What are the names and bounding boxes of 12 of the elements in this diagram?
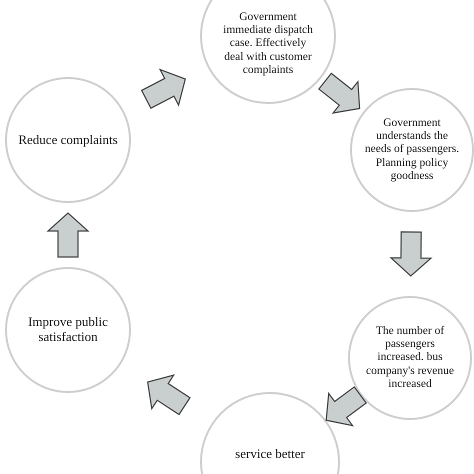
node-text: Reduce complaints xyxy=(18,132,118,148)
block-arrow xyxy=(46,212,90,258)
node-text: Government immediate dispatch case. Effectively deal with customer complaints xyxy=(222,10,314,78)
node-text: Improve public satisfaction xyxy=(27,315,109,345)
node-text: The number of passengers increased. bus company's revenue increased xyxy=(365,324,455,392)
block-arrow xyxy=(318,72,360,114)
block-arrow xyxy=(140,68,186,109)
block-arrow xyxy=(389,231,433,277)
node-text: Government understands the needs of passengers. Planning policy goodness xyxy=(364,116,460,184)
block-arrow xyxy=(146,374,191,416)
node-text: service better xyxy=(235,446,305,462)
block-arrow xyxy=(326,386,368,426)
